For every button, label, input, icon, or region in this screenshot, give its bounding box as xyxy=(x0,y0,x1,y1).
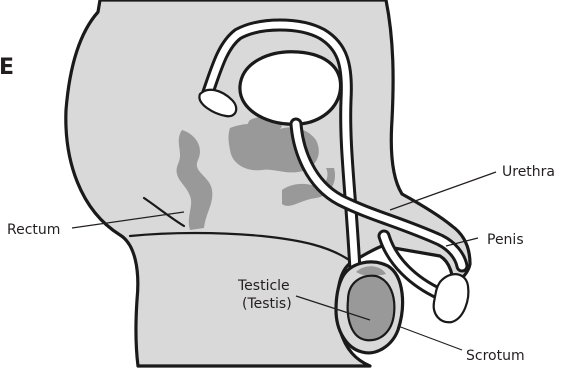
label-testis: (Testis) xyxy=(242,296,292,312)
label-rectum: Rectum xyxy=(7,222,60,238)
label-scrotum: Scrotum xyxy=(466,348,525,364)
glans xyxy=(434,274,469,322)
urethra-leader xyxy=(390,172,496,210)
edge-letter: E xyxy=(0,55,14,80)
label-penis: Penis xyxy=(487,232,524,248)
scrotum-leader xyxy=(398,326,462,350)
testicle xyxy=(348,276,395,341)
label-testicle: Testicle xyxy=(237,278,290,294)
bladder xyxy=(240,52,341,124)
label-urethra: Urethra xyxy=(502,164,555,180)
